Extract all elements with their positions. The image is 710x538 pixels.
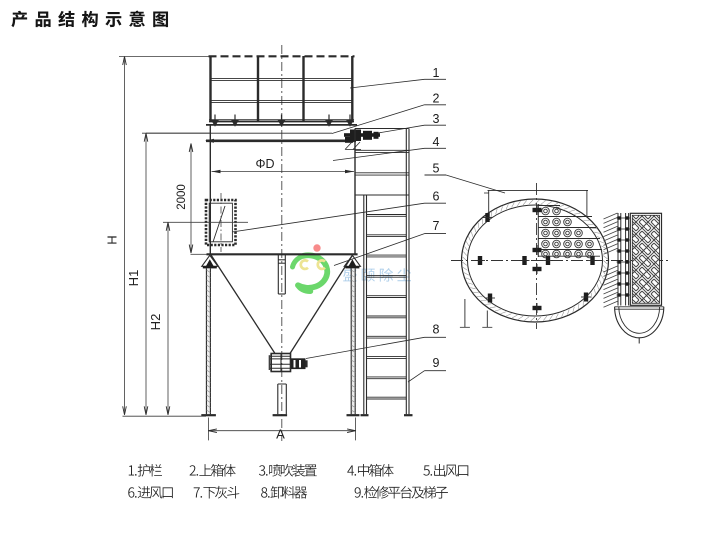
svg-text:6: 6 [433,189,440,203]
svg-text:H2: H2 [148,314,163,331]
svg-text:7: 7 [433,219,440,233]
svg-text:4: 4 [433,135,440,149]
svg-text:8: 8 [433,322,440,336]
svg-text:9: 9 [433,356,440,370]
svg-text:A: A [276,427,285,442]
svg-text:ΦD: ΦD [255,157,274,171]
svg-text:H1: H1 [126,270,141,287]
svg-text:H: H [105,235,120,244]
svg-text:1: 1 [433,66,440,80]
svg-text:2000: 2000 [176,184,188,210]
svg-text:5: 5 [433,161,440,175]
svg-text:3: 3 [433,112,440,126]
svg-text:2: 2 [433,91,440,105]
